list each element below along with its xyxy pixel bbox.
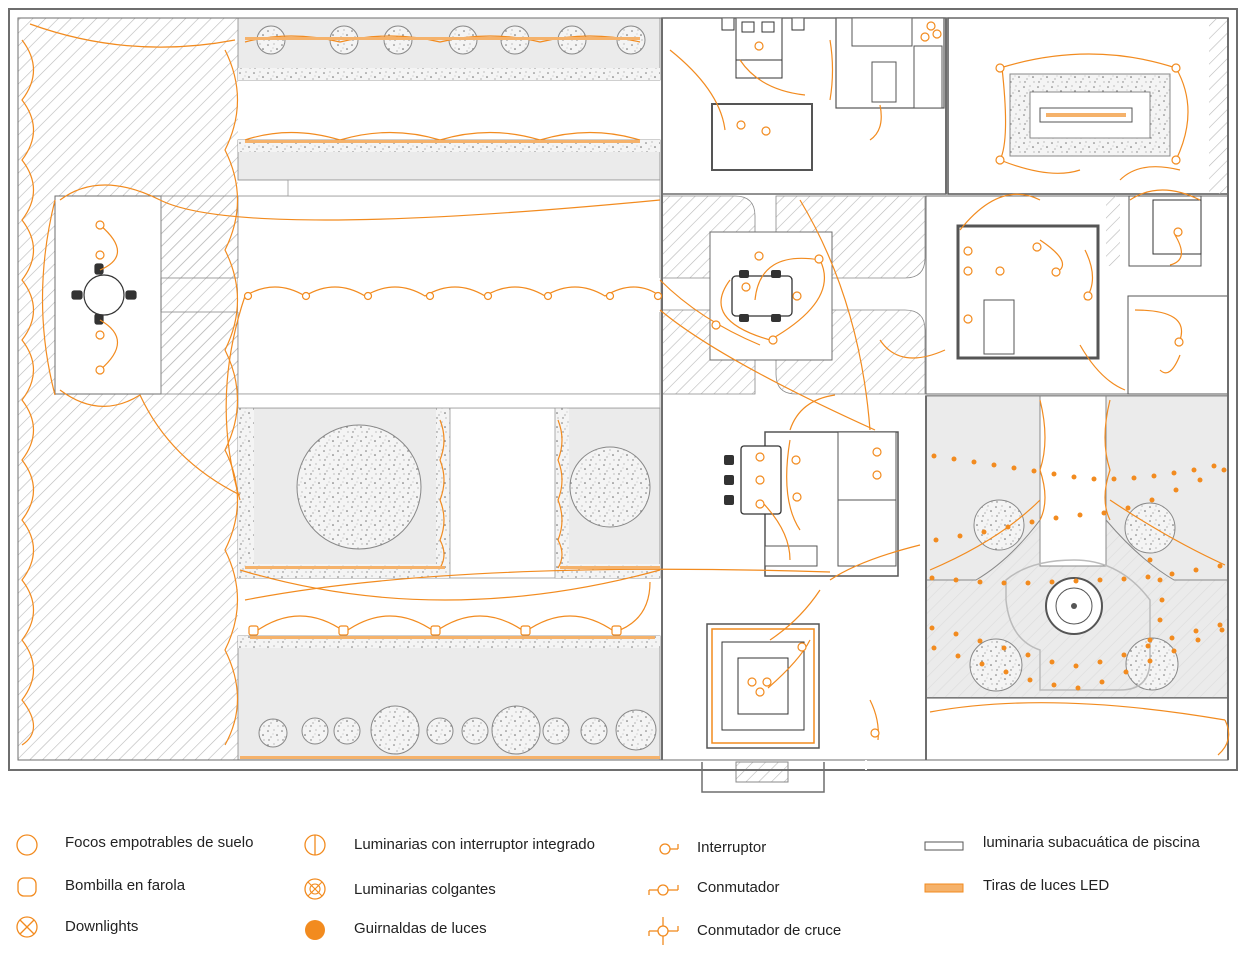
- legend-label-integrated-switch: Luminarias con interruptor integrado: [354, 836, 595, 853]
- legend-label-led-strip: Tiras de luces LED: [983, 877, 1110, 894]
- circle-icon: [16, 834, 38, 856]
- legend-label-commutator: Conmutador: [697, 879, 780, 896]
- bathroom-top: [711, 103, 813, 171]
- commutator-icon: [648, 884, 679, 896]
- lighting-circuits: [21, 23, 1230, 756]
- breakfast-table: [724, 445, 782, 515]
- bottom-shrubs: [258, 705, 657, 755]
- switch-icon: [659, 843, 679, 855]
- legend-label-switch: Interruptor: [697, 839, 767, 856]
- legend-label-cross-commutator: Conmutador de cruce: [697, 922, 842, 939]
- legend-label-street-lamp: Bombilla en farola: [65, 877, 186, 894]
- legend: Focos empotrables de suelo Bombilla en f…: [0, 800, 1245, 953]
- rounded-square-icon: [17, 877, 37, 897]
- garden-area: [18, 17, 661, 761]
- bathroom-right: [956, 224, 1100, 360]
- lighting-floor-plan: [8, 8, 1238, 793]
- outer-walls: [8, 8, 1238, 771]
- house-center: [661, 17, 947, 793]
- legend-label-ground-spot: Focos empotrables de suelo: [65, 834, 254, 851]
- legend-label-pool-light: luminaria subacuática de piscina: [983, 834, 1200, 851]
- circle-cross-icon: [16, 916, 38, 938]
- cross-commutator-icon: [648, 917, 679, 945]
- filled-circle-icon: [305, 920, 325, 940]
- circle-double-cross-icon: [304, 878, 326, 900]
- light-fixtures: [95, 21, 1184, 738]
- garland-lights: [929, 453, 1227, 691]
- outline-rectangle-icon: [924, 841, 964, 851]
- filled-rectangle-icon: [924, 883, 964, 893]
- legend-label-pendant: Luminarias colgantes: [354, 881, 496, 898]
- right-wing: [925, 17, 1229, 761]
- legend-label-garland: Guirnaldas de luces: [354, 920, 487, 937]
- circle-vertical-line-icon: [304, 834, 326, 856]
- outdoor-dining-table: [71, 263, 137, 325]
- legend-label-downlight: Downlights: [65, 918, 139, 935]
- fountain: [1045, 577, 1103, 635]
- large-tree: [296, 424, 422, 550]
- led-strips: [240, 37, 660, 759]
